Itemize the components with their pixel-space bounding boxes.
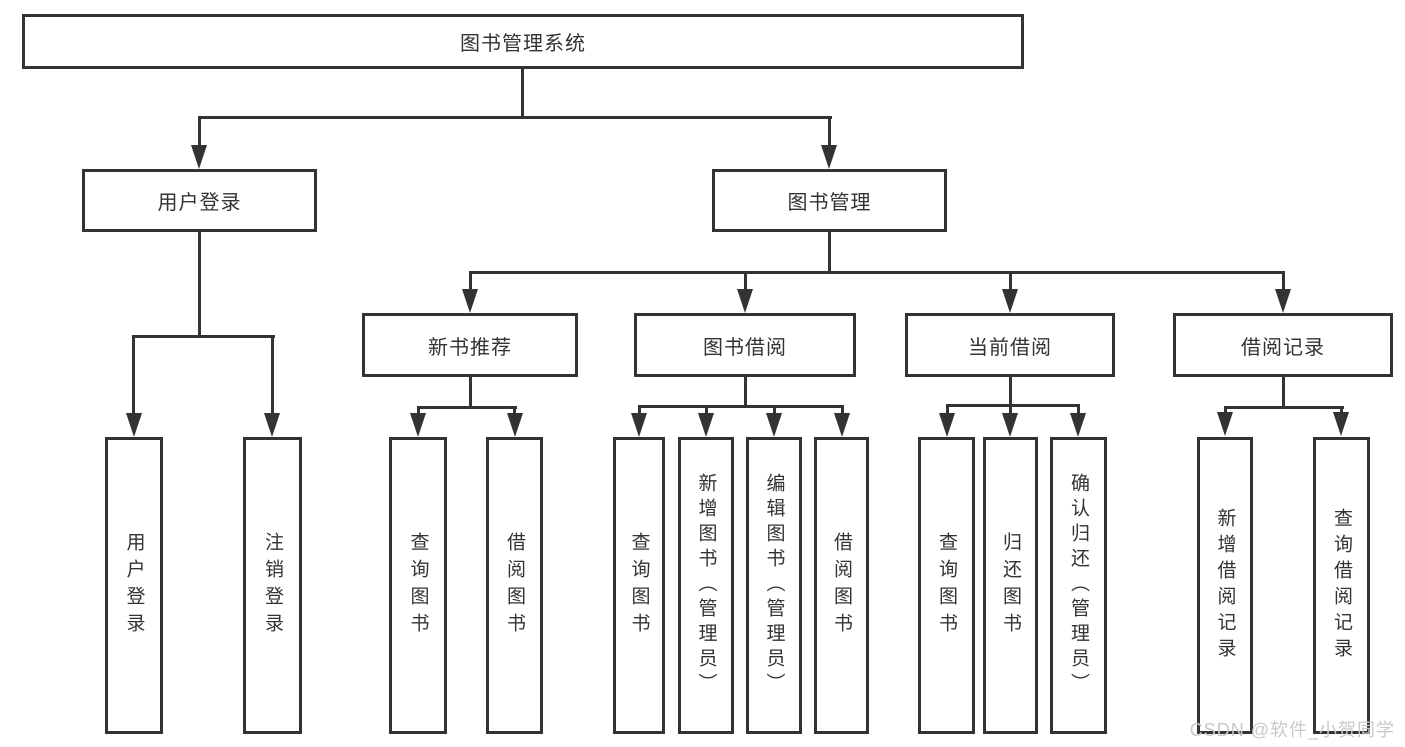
leaf-borrowing-borrow-books: 借阅图书 xyxy=(814,437,869,734)
connector-leaf-drop xyxy=(513,406,516,415)
connector-leaf-drop xyxy=(705,405,708,415)
leaf-current-return-books: 归还图书 xyxy=(983,437,1038,734)
connector-leaf-drop xyxy=(1224,406,1227,414)
node-borrowing-records: 借阅记录 xyxy=(1173,313,1393,377)
connector-leaf-drop xyxy=(773,405,776,415)
connector-leaf-drop xyxy=(638,405,641,415)
connector-l3-drop xyxy=(1009,271,1012,291)
arrow-down-icon xyxy=(1275,289,1291,313)
node-book-borrowing: 图书借阅 xyxy=(634,313,856,377)
leaf-records-add-borrow-record: 新增借阅记录 xyxy=(1197,437,1253,734)
leaf-user-login: 用户登录 xyxy=(105,437,163,734)
connector-leaf-drop xyxy=(1077,404,1080,415)
node-current-borrowing: 当前借阅 xyxy=(905,313,1115,377)
connector-leaf-drop xyxy=(1009,404,1012,415)
connector-l3-drop xyxy=(469,271,472,291)
connector-root-rail xyxy=(198,116,832,119)
arrow-down-icon xyxy=(698,413,714,437)
connector-bookmgmt-stem xyxy=(828,232,831,273)
connector-leaf-drop xyxy=(841,405,844,415)
arrow-down-icon xyxy=(462,289,478,313)
connector-l3-rail xyxy=(946,404,1080,407)
leaf-borrowing-add-books-admin: 新增图书（管理员） xyxy=(678,437,734,734)
connector-book-mgmt-drop xyxy=(828,116,831,147)
arrow-down-icon xyxy=(264,413,280,437)
arrow-down-icon xyxy=(737,289,753,313)
connector-login-stem xyxy=(198,231,201,338)
arrow-down-icon xyxy=(1333,412,1349,436)
leaf-records-query-borrow-record: 查询借阅记录 xyxy=(1313,437,1370,734)
connector-bookmgmt-rail xyxy=(469,271,1285,274)
arrow-down-icon xyxy=(507,413,523,437)
arrow-down-icon xyxy=(821,145,837,169)
connector-l3-drop xyxy=(744,271,747,291)
connector-l3-stem xyxy=(1009,377,1012,406)
connector-l3-stem xyxy=(469,377,472,408)
leaf-logout-login: 注销登录 xyxy=(243,437,302,734)
leaf-newbook-query-books: 查询图书 xyxy=(389,437,447,734)
leaf-newbook-borrow-books: 借阅图书 xyxy=(486,437,543,734)
arrow-down-icon xyxy=(834,413,850,437)
arrow-down-icon xyxy=(1217,412,1233,436)
connector-leaf-drop xyxy=(132,335,135,415)
connector-user-login-drop xyxy=(198,116,201,147)
connector-l3-rail xyxy=(1224,406,1344,409)
leaf-current-query-books: 查询图书 xyxy=(918,437,975,734)
arrow-down-icon xyxy=(191,145,207,169)
connector-l3-rail xyxy=(638,405,844,408)
leaf-borrowing-query-books: 查询图书 xyxy=(613,437,665,734)
node-new-book-recommend: 新书推荐 xyxy=(362,313,578,377)
arrow-down-icon xyxy=(939,413,955,437)
connector-root-stem xyxy=(521,69,524,118)
arrow-down-icon xyxy=(126,413,142,437)
leaf-current-confirm-return-admin: 确认归还（管理员） xyxy=(1050,437,1107,734)
node-book-management: 图书管理 xyxy=(712,169,947,232)
arrow-down-icon xyxy=(1070,413,1086,437)
arrow-down-icon xyxy=(1002,413,1018,437)
connector-l3-drop xyxy=(1282,271,1285,291)
arrow-down-icon xyxy=(631,413,647,437)
node-library-management-system: 图书管理系统 xyxy=(22,14,1024,69)
arrow-down-icon xyxy=(410,413,426,437)
arrow-down-icon xyxy=(1002,289,1018,313)
arrow-down-icon xyxy=(766,413,782,437)
connector-l3-stem xyxy=(1282,377,1285,408)
leaf-borrowing-edit-books-admin: 编辑图书（管理员） xyxy=(746,437,802,734)
connector-login-rail xyxy=(132,335,275,338)
connector-leaf-drop xyxy=(271,335,274,415)
csdn-watermark: CSDN @软件_小贺同学 xyxy=(1189,720,1395,740)
connector-leaf-drop xyxy=(1340,406,1343,414)
connector-l3-stem xyxy=(744,377,747,407)
connector-l3-rail xyxy=(417,406,517,409)
connector-leaf-drop xyxy=(417,406,420,415)
connector-leaf-drop xyxy=(946,404,949,415)
node-user-login: 用户登录 xyxy=(82,169,317,232)
